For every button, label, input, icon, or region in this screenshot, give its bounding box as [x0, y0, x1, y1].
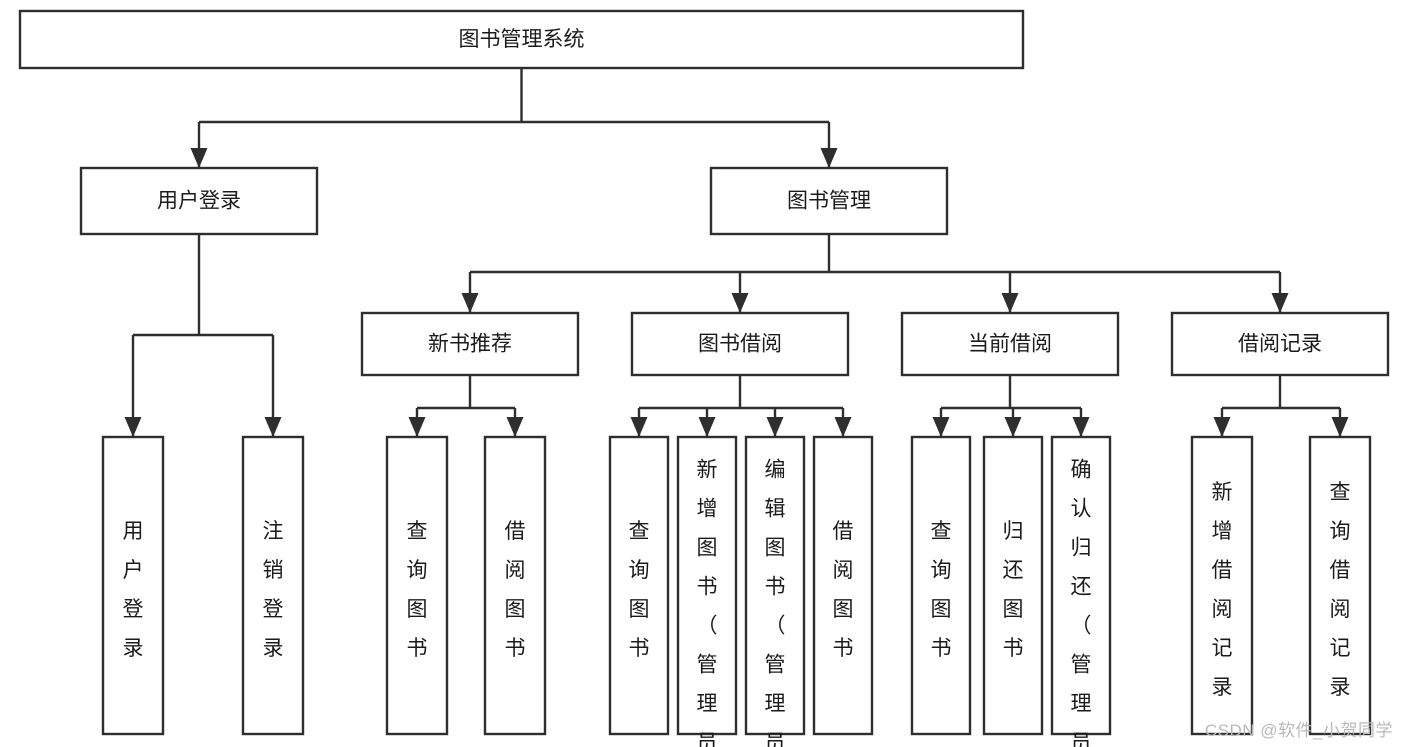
node-box-new-book-recommend: [360, 311, 580, 377]
arrow-head-icon-root-0: [190, 148, 208, 168]
arrow-head-icon-current-borrow-2: [1072, 417, 1090, 437]
node-label-root: 图书管理系统: [459, 28, 585, 51]
node-box-user-login: [79, 166, 319, 236]
arrow-head-icon-book-borrow-3: [834, 417, 852, 437]
node-label-leaf-add-book-admin: 新增图书（管理员）: [697, 459, 718, 747]
arrow-head-icon-user-login-0: [124, 417, 142, 437]
node-box-book-management: [709, 166, 949, 236]
node-label-book-borrow: 图书借阅: [698, 333, 782, 356]
arrow-head-icon-root-1: [820, 148, 838, 168]
node-label-leaf-edit-book-admin: 编辑图书（管理员）: [765, 459, 786, 747]
node-label-leaf-borrow-book: 借阅图书: [833, 520, 854, 660]
arrow-head-icon-current-borrow-1: [1004, 417, 1022, 437]
diagram-nodes: 图书管理系统用户登录图书管理新书推荐图书借阅当前借阅借阅记录用户登录注销登录查询…: [18, 9, 1390, 747]
arrow-head-icon-book-management-3: [1271, 293, 1289, 313]
arrow-head-icon-borrow-record-0: [1213, 417, 1231, 437]
arrow-head-icon-borrow-record-1: [1331, 417, 1349, 437]
node-leaf-add-borrow-record[interactable]: 新增借阅记录: [1190, 435, 1254, 736]
node-leaf-query-book-recommend[interactable]: 查询图书: [385, 435, 449, 736]
node-box-leaf-query-book-current: [910, 435, 972, 736]
node-label-book-management: 图书管理: [787, 190, 871, 213]
node-label-leaf-borrow-book-recommend: 借阅图书: [505, 520, 526, 660]
arrow-head-icon-book-borrow-1: [698, 417, 716, 437]
arrow-head-icon-book-management-0: [461, 293, 479, 313]
arrow-head-icon-book-management-2: [1001, 293, 1019, 313]
node-box-leaf-borrow-book-recommend: [483, 435, 547, 736]
node-leaf-borrow-book[interactable]: 借阅图书: [812, 435, 874, 736]
node-box-book-borrow: [630, 311, 850, 377]
node-current-borrow[interactable]: 当前借阅: [900, 311, 1120, 377]
node-box-borrow-record: [1170, 311, 1390, 377]
node-book-management[interactable]: 图书管理: [709, 166, 949, 236]
node-leaf-edit-book-admin[interactable]: 编辑图书（管理员）: [744, 435, 806, 747]
node-leaf-query-borrow-record[interactable]: 查询借阅记录: [1308, 435, 1372, 736]
node-label-leaf-query-book-borrow: 查询图书: [629, 520, 650, 660]
node-leaf-confirm-return-admin[interactable]: 确认归还（管理员）: [1050, 435, 1112, 747]
node-box-leaf-borrow-book: [812, 435, 874, 736]
node-label-new-book-recommend: 新书推荐: [428, 333, 512, 356]
node-label-borrow-record: 借阅记录: [1238, 333, 1322, 356]
node-box-leaf-query-book-borrow: [608, 435, 670, 736]
node-label-leaf-query-book-current: 查询图书: [931, 520, 952, 660]
node-leaf-user-login[interactable]: 用户登录: [101, 435, 165, 736]
node-box-leaf-add-borrow-record: [1190, 435, 1254, 736]
node-box-root: [18, 9, 1025, 70]
node-label-leaf-user-login: 用户登录: [123, 520, 144, 660]
node-label-user-login: 用户登录: [157, 190, 241, 213]
node-box-leaf-confirm-return-admin: [1050, 435, 1112, 736]
arrow-head-icon-book-management-1: [731, 293, 749, 313]
node-root[interactable]: 图书管理系统: [18, 9, 1025, 70]
node-leaf-borrow-book-recommend[interactable]: 借阅图书: [483, 435, 547, 736]
node-leaf-add-book-admin[interactable]: 新增图书（管理员）: [676, 435, 738, 747]
arrow-head-icon-book-borrow-0: [630, 417, 648, 437]
node-box-leaf-query-book-recommend: [385, 435, 449, 736]
node-leaf-query-book-borrow[interactable]: 查询图书: [608, 435, 670, 736]
arrow-head-icon-new-book-recommend-0: [408, 417, 426, 437]
node-label-leaf-query-borrow-record: 查询借阅记录: [1330, 481, 1351, 699]
node-box-leaf-user-login: [101, 435, 165, 736]
node-leaf-return-book[interactable]: 归还图书: [982, 435, 1044, 736]
node-book-borrow[interactable]: 图书借阅: [630, 311, 850, 377]
csdn-watermark: CSDN @软件_小贺同学: [1204, 721, 1393, 740]
node-new-book-recommend[interactable]: 新书推荐: [360, 311, 580, 377]
node-box-current-borrow: [900, 311, 1120, 377]
node-box-leaf-user-logout: [241, 435, 305, 736]
node-label-leaf-query-book-recommend: 查询图书: [407, 520, 428, 660]
node-label-current-borrow: 当前借阅: [968, 333, 1052, 356]
node-label-leaf-user-logout: 注销登录: [263, 520, 284, 660]
connector-lines: [124, 68, 1349, 437]
arrow-head-icon-book-borrow-2: [766, 417, 784, 437]
node-box-leaf-add-book-admin: [676, 435, 738, 736]
arrow-head-icon-current-borrow-0: [932, 417, 950, 437]
node-borrow-record[interactable]: 借阅记录: [1170, 311, 1390, 377]
node-leaf-user-logout[interactable]: 注销登录: [241, 435, 305, 736]
node-label-leaf-confirm-return-admin: 确认归还（管理员）: [1071, 459, 1092, 747]
arrow-head-icon-user-login-1: [264, 417, 282, 437]
node-user-login[interactable]: 用户登录: [79, 166, 319, 236]
node-box-leaf-query-borrow-record: [1308, 435, 1372, 736]
node-label-leaf-add-borrow-record: 新增借阅记录: [1212, 481, 1233, 699]
node-leaf-query-book-current[interactable]: 查询图书: [910, 435, 972, 736]
node-label-leaf-return-book: 归还图书: [1003, 520, 1024, 660]
arrow-head-icon-new-book-recommend-1: [506, 417, 524, 437]
node-box-leaf-return-book: [982, 435, 1044, 736]
node-box-leaf-edit-book-admin: [744, 435, 806, 736]
